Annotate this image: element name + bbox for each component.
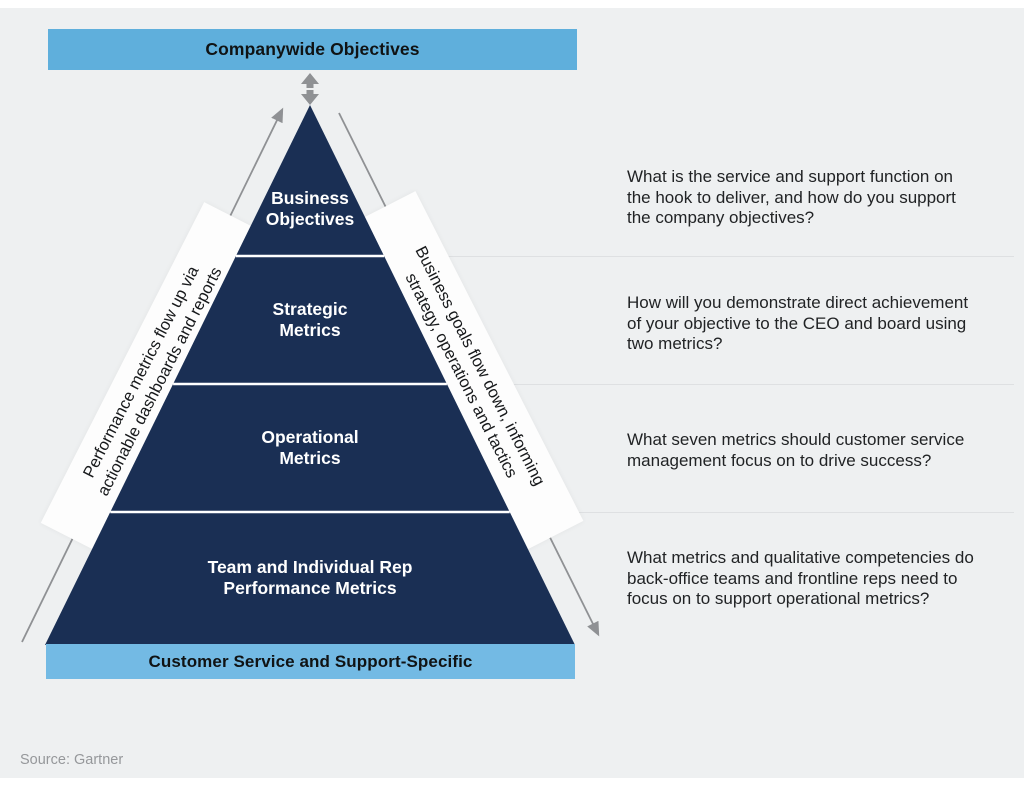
double-arrow-icon <box>301 73 319 105</box>
section-divider-1 <box>440 256 1014 257</box>
question-team-performance: What metrics and qualitative competencie… <box>627 548 974 608</box>
companywide-objectives-banner: Companywide Objectives <box>48 29 577 70</box>
pyramid-shape <box>45 105 575 645</box>
section-divider-3 <box>440 512 1014 513</box>
question-business-objectives: What is the service and support function… <box>627 167 956 227</box>
tier-team-performance-metrics: Team and Individual Rep Performance Metr… <box>207 557 413 598</box>
tier-business-objectives: Business Objectives <box>265 188 355 229</box>
tier-strategic-metrics: Strategic Metrics <box>272 299 348 340</box>
tier-operational-metrics: Operational Metrics <box>261 427 359 468</box>
section-divider-2 <box>440 384 1014 385</box>
question-strategic-metrics: How will you demonstrate direct achievem… <box>627 293 969 353</box>
question-operational-metrics: What seven metrics should customer servi… <box>627 430 965 470</box>
source-attribution: Source: Gartner <box>20 752 124 768</box>
customer-service-banner: Customer Service and Support-Specific <box>46 644 575 679</box>
